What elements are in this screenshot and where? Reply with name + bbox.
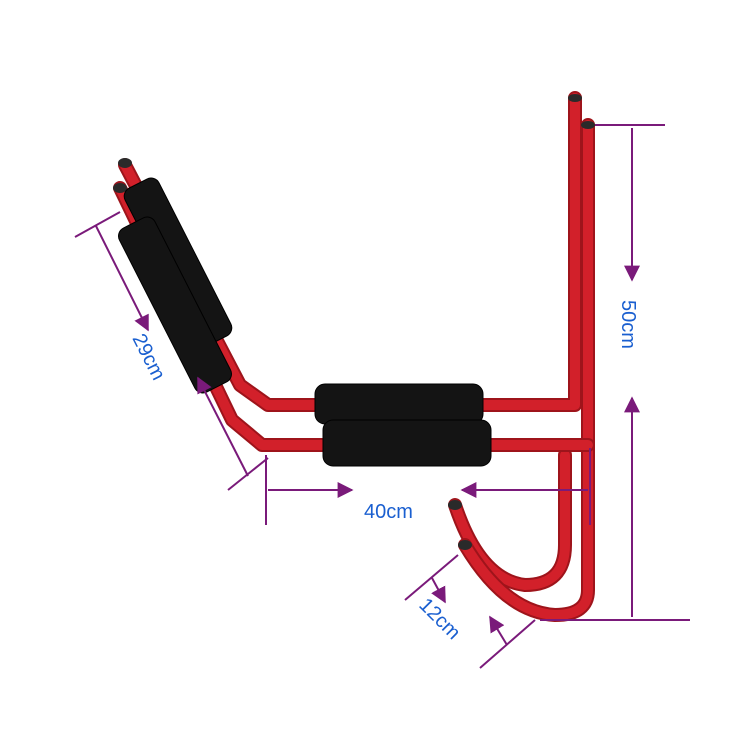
depth-dimension [265,448,591,525]
tube-end-caps [113,94,595,550]
depth-label: 40cm [364,501,413,523]
foam-pads [118,177,492,467]
arm-label: 29cm [128,330,170,384]
height-dimension [540,124,690,621]
foam-pad-arm-front [118,216,232,394]
foam-pad-horizontal-rear [314,383,484,425]
height-label: 50cm [617,300,639,349]
arm-dimension [74,211,269,491]
hook-dimension [404,554,536,669]
hook-label: 12cm [414,594,464,644]
foam-pad-horizontal-front [322,419,492,467]
